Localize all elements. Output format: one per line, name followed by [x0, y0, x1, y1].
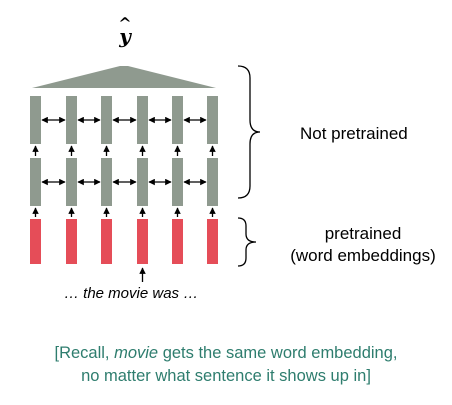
pretrained-label: pretrained (word embeddings)	[276, 223, 450, 267]
rnn-layer2-cell	[137, 96, 148, 144]
caption-emphasis: movie	[114, 344, 159, 362]
rnn-layer1-cell	[30, 158, 41, 206]
rnn-layer2-cell	[30, 96, 41, 144]
caption-part2: gets the same word embedding,	[158, 344, 398, 362]
brace-not-pretrained	[237, 65, 261, 199]
embedding-cell	[137, 219, 148, 264]
rnn-layer2-cell	[207, 96, 218, 144]
rnn-layer1-cell	[137, 158, 148, 206]
brace-pretrained	[237, 217, 257, 267]
output-y-hat: ^ y	[113, 14, 137, 48]
embedding-cell	[30, 219, 41, 264]
rnn-layer1-cell	[101, 158, 112, 206]
pretrained-label-line2: (word embeddings)	[290, 246, 436, 265]
output-layer-triangle	[32, 66, 216, 88]
pretrained-label-line1: pretrained	[324, 224, 402, 243]
rnn-layer1-cell	[207, 158, 218, 206]
caption: [Recall, movie gets the same word embedd…	[0, 342, 452, 388]
not-pretrained-label: Not pretrained	[300, 124, 408, 143]
embedding-cell	[101, 219, 112, 264]
caption-part1: [Recall,	[54, 344, 115, 362]
embedding-cell	[172, 219, 183, 264]
caption-line2: no matter what sentence it shows up in]	[81, 367, 371, 385]
rnn-layer2-cell	[172, 96, 183, 144]
rnn-layer1-cell	[172, 158, 183, 206]
caption-line1: [Recall, movie gets the same word embedd…	[0, 342, 452, 365]
hat-symbol: ^	[118, 14, 132, 33]
rnn-layer2-cell	[66, 96, 77, 144]
rnn-layer2-cell	[101, 96, 112, 144]
embedding-cell	[66, 219, 77, 264]
y-symbol: y	[119, 24, 131, 48]
input-sentence: … the movie was …	[64, 285, 199, 302]
embedding-cell	[207, 219, 218, 264]
rnn-layer1-cell	[66, 158, 77, 206]
